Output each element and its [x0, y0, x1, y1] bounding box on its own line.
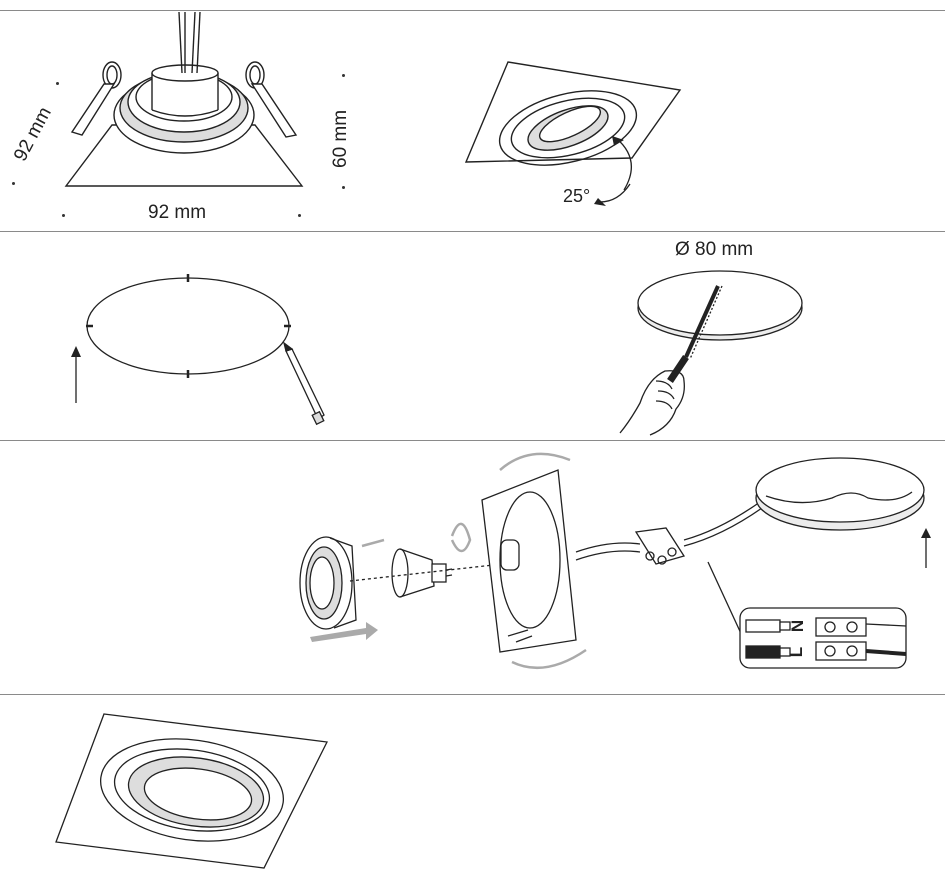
dim-marker — [62, 214, 65, 217]
terminal-l-label: L — [787, 646, 807, 658]
dim-marker — [342, 74, 345, 77]
panel-dimensions: 92 mm 92 mm 60 mm 25° — [0, 0, 945, 231]
dim-marker — [342, 186, 345, 189]
divider-3 — [0, 694, 945, 695]
panel-installation: N L — [0, 440, 945, 694]
cutout-diameter-label: Ø 80 mm — [675, 239, 754, 260]
installation-drawing — [299, 452, 931, 670]
fixture-dimensions-drawing — [64, 11, 682, 206]
tilt-fixture-drawing — [464, 61, 682, 206]
dim-height-label: 60 mm — [330, 109, 351, 168]
dim-marker — [298, 214, 301, 217]
dim-width-label: 92 mm — [148, 202, 207, 223]
cutout-drawing — [71, 270, 803, 436]
installed-fixture-drawing — [55, 713, 328, 869]
tilt-angle-label: 25° — [563, 186, 591, 206]
panel-installed — [0, 694, 945, 870]
divider-2 — [0, 440, 945, 441]
dim-marker — [56, 82, 59, 85]
dim-marker — [12, 182, 15, 185]
insert-arrow-icon — [310, 622, 378, 642]
panel-cutout: Ø 80 mm — [0, 231, 945, 440]
motion-arrows — [361, 452, 587, 670]
terminal-n-label: N — [788, 619, 808, 633]
divider-1 — [0, 231, 945, 232]
top-border — [0, 10, 945, 11]
